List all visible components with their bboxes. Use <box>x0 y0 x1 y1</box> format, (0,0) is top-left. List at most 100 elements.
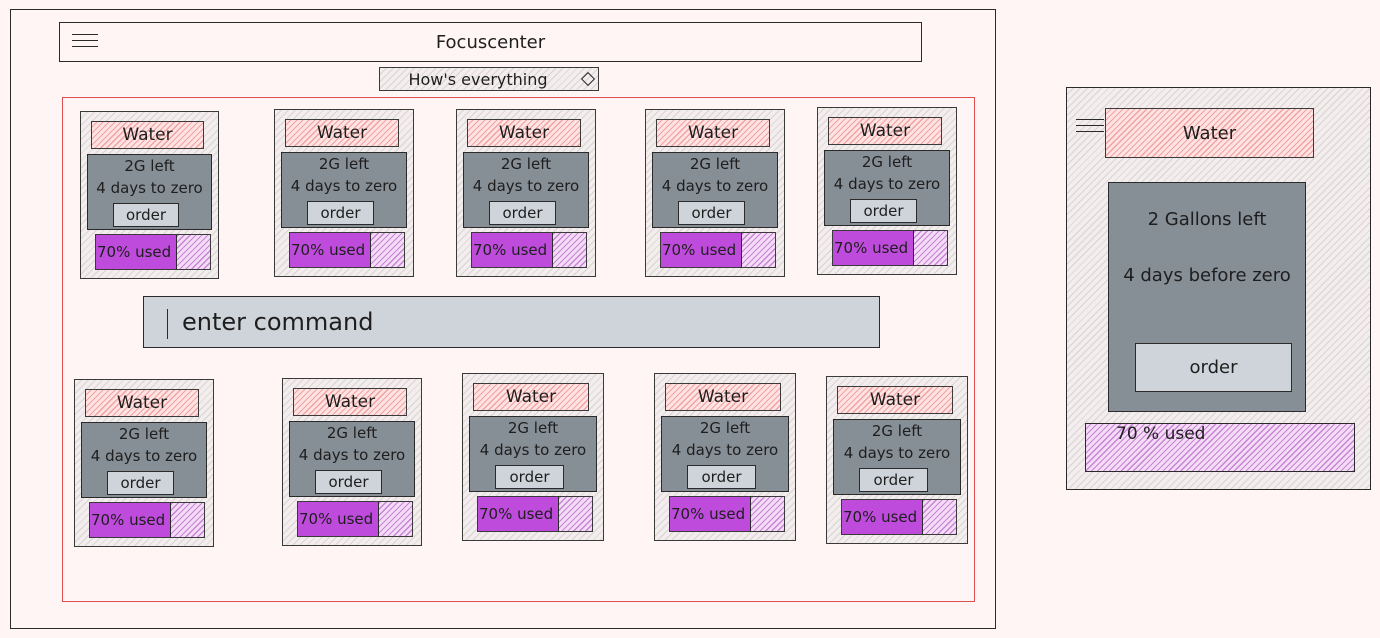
hamburger-menu-icon[interactable] <box>72 29 98 51</box>
usage-label: 70% used <box>479 505 554 523</box>
card-days-to-zero: 4 days to zero <box>472 177 580 195</box>
order-button[interactable]: order <box>687 465 756 489</box>
card-remaining: 2G left <box>861 153 913 171</box>
resource-card[interactable]: Water 2G left 4 days to zero order 70% u… <box>645 109 785 277</box>
card-title: Water <box>467 119 581 147</box>
detail-remaining: 2 Gallons left <box>1147 209 1267 230</box>
card-title: Water <box>837 386 953 414</box>
order-button[interactable]: order <box>678 201 745 225</box>
usage-bar: 70% used <box>841 499 957 535</box>
resource-card[interactable]: Water 2G left 4 days to zero order 70% u… <box>274 109 414 277</box>
card-days-to-zero: 4 days to zero <box>661 177 769 195</box>
card-remaining: 2G left <box>118 425 170 443</box>
detail-panel: Water 2 Gallons left 4 days before zero … <box>1066 87 1371 490</box>
order-button[interactable]: order <box>489 201 556 225</box>
usage-label: 70% used <box>299 510 374 528</box>
resource-card[interactable]: Water 2G left 4 days to zero order 70% u… <box>456 109 596 277</box>
detail-info-box: 2 Gallons left 4 days before zero order <box>1108 182 1306 412</box>
card-title: Water <box>656 119 770 147</box>
card-title: Water <box>91 121 204 149</box>
app-title: Focuscenter <box>435 31 546 53</box>
card-title: Water <box>85 389 199 417</box>
card-days-to-zero: 4 days to zero <box>290 177 398 195</box>
diamond-icon <box>580 71 596 87</box>
usage-bar-fill <box>661 233 742 267</box>
main-window <box>10 9 996 629</box>
resource-card[interactable]: Water 2G left 4 days to zero order 70% u… <box>80 111 219 279</box>
text-caret <box>167 309 168 339</box>
status-select-value: How's everything <box>408 69 548 89</box>
usage-bar-fill <box>290 233 371 267</box>
usage-label: 70% used <box>91 511 166 529</box>
card-days-to-zero: 4 days to zero <box>843 444 951 462</box>
card-info-box: 2G left 4 days to zero order <box>281 152 407 228</box>
card-remaining: 2G left <box>689 155 741 173</box>
card-days-to-zero: 4 days to zero <box>479 441 587 459</box>
usage-label: 70% used <box>291 241 366 259</box>
usage-bar: 70% used <box>471 232 587 268</box>
status-select[interactable]: How's everything <box>379 67 599 91</box>
card-title: Water <box>473 383 589 411</box>
detail-days-to-zero: 4 days before zero <box>1123 265 1291 286</box>
usage-label: 70% used <box>671 505 746 523</box>
resource-card[interactable]: Water 2G left 4 days to zero order 70% u… <box>654 373 796 541</box>
resource-card[interactable]: Water 2G left 4 days to zero order 70% u… <box>74 379 214 547</box>
usage-bar-fill <box>833 231 914 265</box>
detail-order-button[interactable]: order <box>1135 343 1292 392</box>
order-button[interactable]: order <box>495 465 564 489</box>
usage-bar: 70% used <box>297 501 413 537</box>
detail-title: Water <box>1105 108 1314 158</box>
order-button[interactable]: order <box>315 470 382 494</box>
card-title: Water <box>293 388 407 416</box>
resource-card[interactable]: Water 2G left 4 days to zero order 70% u… <box>282 378 422 546</box>
command-placeholder: enter command <box>182 308 374 336</box>
usage-label: 70% used <box>473 241 548 259</box>
card-info-box: 2G left 4 days to zero order <box>81 422 207 498</box>
resource-card[interactable]: Water 2G left 4 days to zero order 70% u… <box>462 373 604 541</box>
order-button[interactable]: order <box>113 203 179 227</box>
usage-bar-fill <box>90 503 171 537</box>
usage-label: 70% used <box>97 243 172 261</box>
usage-bar-fill <box>478 497 559 531</box>
order-button[interactable]: order <box>850 199 917 223</box>
usage-bar: 70% used <box>832 230 948 266</box>
card-remaining: 2G left <box>699 419 751 437</box>
card-title: Water <box>665 383 781 411</box>
top-bar: Focuscenter <box>59 22 922 62</box>
card-info-box: 2G left 4 days to zero order <box>833 419 961 495</box>
order-button[interactable]: order <box>307 201 374 225</box>
usage-bar: 70% used <box>477 496 593 532</box>
card-remaining: 2G left <box>318 155 370 173</box>
card-remaining: 2G left <box>871 422 923 440</box>
card-info-box: 2G left 4 days to zero order <box>289 421 415 497</box>
usage-label: 70% used <box>834 239 909 257</box>
usage-bar-fill <box>96 235 177 269</box>
card-days-to-zero: 4 days to zero <box>298 446 406 464</box>
usage-bar: 70% used <box>660 232 776 268</box>
usage-bar-fill <box>472 233 553 267</box>
order-button[interactable]: order <box>859 468 928 492</box>
card-info-box: 2G left 4 days to zero order <box>87 154 212 230</box>
detail-usage-label: 70 % used <box>1116 424 1206 444</box>
resource-card[interactable]: Water 2G left 4 days to zero order 70% u… <box>817 107 957 275</box>
card-days-to-zero: 4 days to zero <box>833 175 941 193</box>
card-days-to-zero: 4 days to zero <box>90 447 198 465</box>
usage-bar: 70% used <box>95 234 211 270</box>
usage-bar: 70% used <box>289 232 405 268</box>
card-info-box: 2G left 4 days to zero order <box>652 152 778 228</box>
hamburger-menu-icon[interactable] <box>1076 114 1104 138</box>
command-input[interactable]: enter command <box>143 296 880 348</box>
usage-label: 70% used <box>843 508 918 526</box>
usage-label: 70% used <box>662 241 737 259</box>
card-info-box: 2G left 4 days to zero order <box>661 416 789 492</box>
card-title: Water <box>828 117 942 145</box>
card-remaining: 2G left <box>507 419 559 437</box>
detail-usage-bar: 70 % used <box>1085 423 1355 472</box>
resource-card[interactable]: Water 2G left 4 days to zero order 70% u… <box>826 376 968 544</box>
card-title: Water <box>285 119 399 147</box>
card-remaining: 2G left <box>326 424 378 442</box>
usage-bar: 70% used <box>669 496 785 532</box>
order-button[interactable]: order <box>107 471 174 495</box>
dashboard-area <box>62 97 975 602</box>
card-days-to-zero: 4 days to zero <box>671 441 779 459</box>
